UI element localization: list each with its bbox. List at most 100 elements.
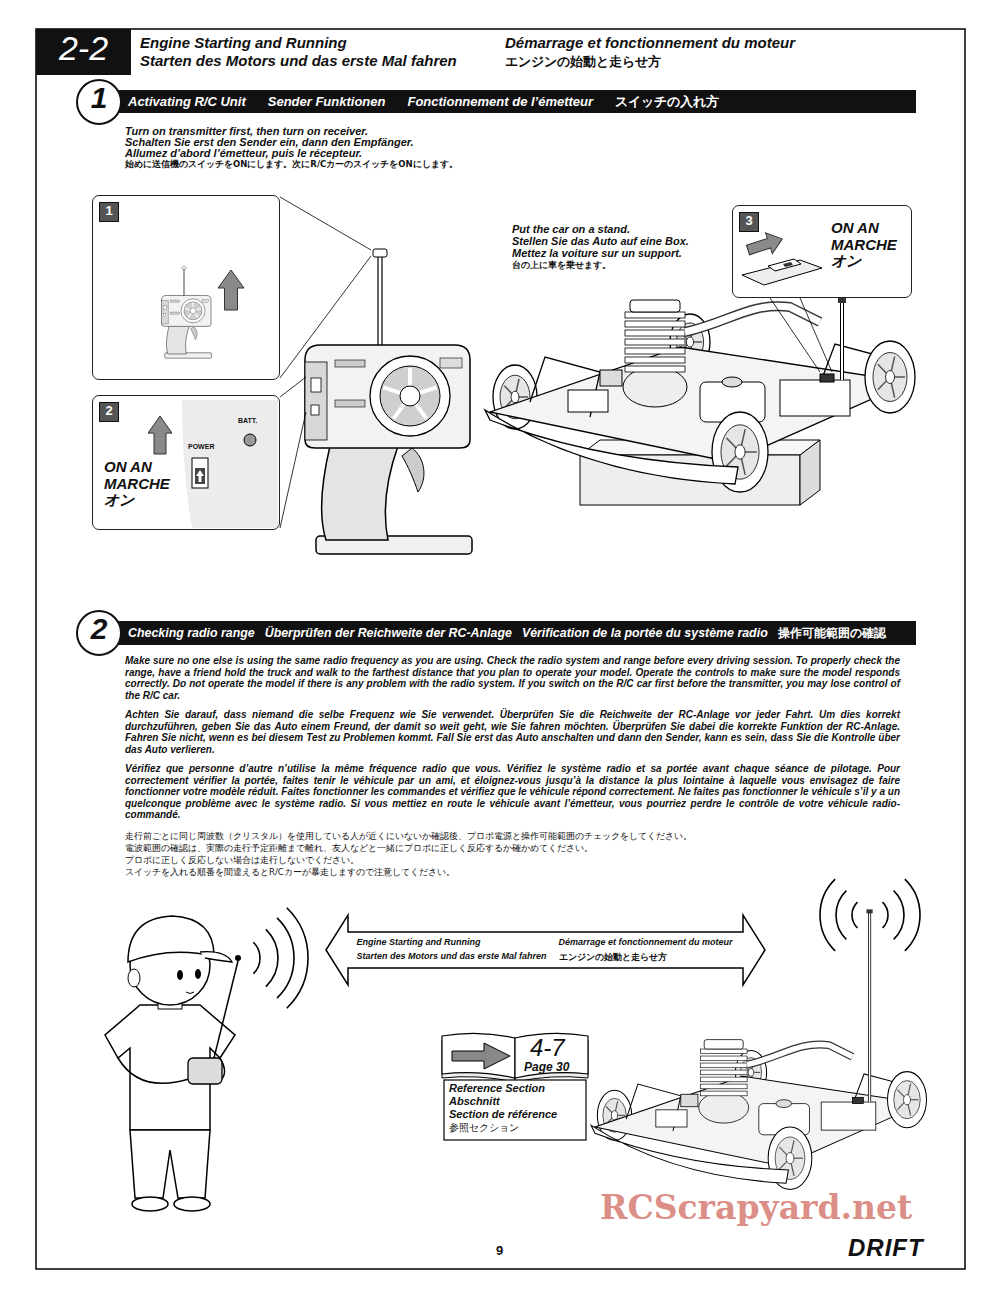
arrow-text: Engine Starting and Running (357, 937, 481, 947)
small-transmitter (162, 267, 212, 359)
steering-wheel (181, 299, 205, 323)
page-title: Démarrage et fonctionnement du moteur (505, 34, 795, 51)
switch-arrow (196, 470, 204, 482)
instruction: Stellen Sie das Auto auf eine Box. (512, 235, 689, 247)
antenna-cap (866, 909, 872, 913)
antenna (378, 255, 382, 347)
reference-book: 4-7Page 30Reference SectionAbschnittSect… (440, 1030, 590, 1142)
radio-wave (852, 902, 857, 928)
step-number: 2 (76, 610, 122, 656)
cap-brim (200, 952, 232, 962)
wheel-hub (786, 1153, 794, 1164)
trigger (191, 326, 198, 339)
cooling-fin (625, 357, 685, 363)
double-arrow: Engine Starting and RunningStarten des M… (326, 915, 765, 985)
step-title: Fonctionnement de l’émetteur (407, 94, 593, 109)
step-title: Vérification de la portée du système rad… (522, 626, 768, 640)
radio-wave (287, 908, 308, 1008)
wheel-rim (873, 353, 907, 402)
ear (128, 969, 140, 987)
wheel (888, 1072, 927, 1128)
cooling-fin (700, 1084, 747, 1089)
carburetor (600, 370, 622, 386)
wheel-hub (886, 371, 895, 384)
leader-line (280, 377, 306, 397)
trigger (402, 448, 424, 492)
antenna-cap (838, 298, 846, 303)
product-logo: DRIFT (848, 1234, 924, 1262)
callout-number: 3 (739, 212, 759, 232)
leader-line (280, 412, 306, 528)
cooling-fin (625, 339, 685, 345)
callout-number: 1 (99, 202, 119, 222)
wheel-hub (903, 1095, 910, 1105)
arrow-outline (326, 915, 765, 985)
page-reference: Page 30 (524, 1060, 569, 1074)
transmitter (305, 249, 472, 554)
step-title: Überprüfen der Reichweite der RC-Anlage (265, 626, 512, 640)
reference-label: 参照セクション (449, 1122, 519, 1135)
mouth (186, 992, 194, 994)
wheel-rim (894, 1081, 921, 1119)
trim-lever (171, 312, 180, 314)
antenna-tube (868, 913, 871, 1103)
page-title: エンジンの始動と走らせ方 (505, 53, 661, 71)
transmitter-grip (166, 326, 189, 354)
exhaust (747, 1044, 852, 1064)
steering-hub (190, 308, 196, 314)
on-label: ON AN MARCHE オン (831, 220, 897, 270)
trim-lever (171, 300, 180, 302)
switch-body (768, 259, 801, 271)
display (202, 299, 209, 302)
section-badge: 2-2 (36, 29, 131, 75)
carburetor (681, 1094, 698, 1106)
radio-wave (883, 902, 888, 928)
bumper (485, 410, 738, 484)
leader-line (280, 197, 371, 250)
radio-wave (253, 942, 260, 974)
antenna-tip (373, 249, 387, 257)
body-text: Make sure no one else is using the same … (125, 655, 900, 701)
cooling-fin (700, 1070, 747, 1075)
radio-wave (820, 879, 835, 951)
cooling-fin (625, 348, 685, 354)
steering-wheel-rim (184, 302, 202, 320)
reference-label: Section de référence (449, 1108, 557, 1120)
instruction: 始めに送信機のスイッチをONにします。次にR/CカーのスイッチをONにします。 (125, 159, 458, 170)
receiver-switch (820, 374, 834, 382)
section-reference: 4-7 (530, 1034, 565, 1062)
antenna-tip (235, 955, 241, 961)
receiver-switch (852, 1097, 863, 1103)
steering-wheel-rim (380, 366, 440, 426)
eye (195, 969, 201, 979)
instruction: Turn on transmitter first, then turn on … (125, 125, 368, 137)
body-text: Achten Sie darauf, dass niemand die selb… (125, 709, 900, 755)
watermark: RCScrapyard.net (600, 1188, 912, 1227)
callout-number: 2 (99, 402, 119, 422)
reference-panel (444, 1080, 586, 1140)
wheel (865, 341, 915, 413)
switch-plate (742, 260, 822, 285)
radio-wave (836, 891, 846, 940)
reference-label: Abschnitt (449, 1095, 500, 1107)
exhaust (685, 306, 820, 332)
car (485, 298, 915, 492)
arrow-text: Démarrage et fonctionnement du moteur (559, 937, 733, 947)
hand-transmitter (188, 1058, 222, 1084)
arrow-text: エンジンの始動と走らせ方 (559, 951, 667, 964)
body-text: プロポに正しく反応しない場合は走行しないでください。 (125, 854, 900, 866)
leader-line (800, 298, 832, 372)
switch-label: POWER (188, 443, 214, 450)
receiver-box (780, 380, 850, 416)
radio-wave (905, 879, 920, 951)
antenna (214, 961, 238, 1058)
switch-knob (195, 468, 205, 484)
engine-head (630, 300, 680, 312)
antenna-tube (840, 302, 844, 380)
switch-knob (783, 262, 793, 267)
book-page (442, 1033, 515, 1078)
step-title: 操作可能範囲の確認 (778, 625, 886, 642)
antenna-tube (841, 303, 843, 380)
instruction: 台の上に車を乗せます。 (512, 260, 611, 271)
